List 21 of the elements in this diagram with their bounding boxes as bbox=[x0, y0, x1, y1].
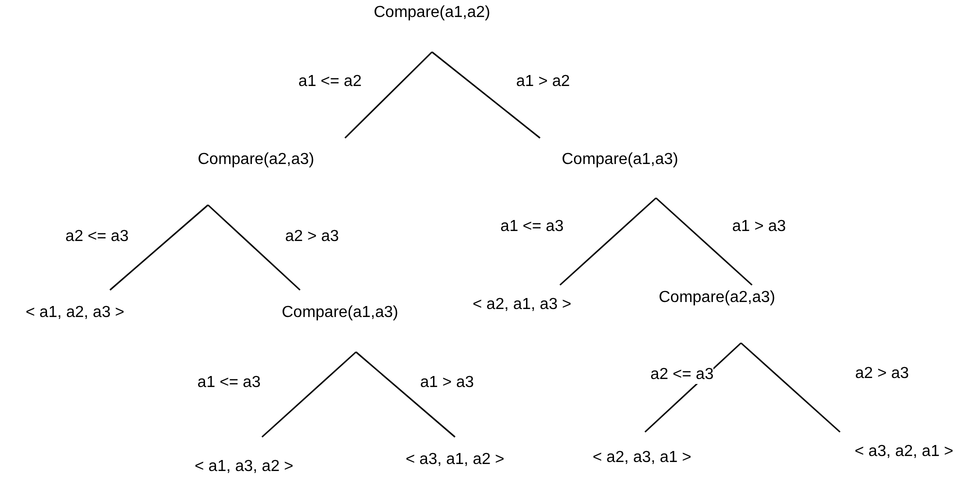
node-label: Compare(a1,a2) bbox=[374, 4, 490, 22]
node-label: Compare(a1,a3) bbox=[282, 304, 398, 322]
node-label: Compare(a2,a3) bbox=[658, 289, 776, 307]
branch-line bbox=[560, 197, 656, 286]
branch-line bbox=[740, 342, 840, 433]
branch-line bbox=[262, 351, 356, 438]
node-label: < a1, a3, a2 > bbox=[194, 458, 294, 476]
branch-line bbox=[110, 204, 208, 291]
branch-line bbox=[432, 51, 540, 139]
node-label: Compare(a1,a3) bbox=[562, 151, 678, 169]
node-label: < a3, a2, a1 > bbox=[854, 443, 954, 461]
node-label: < a3, a1, a2 > bbox=[406, 451, 504, 469]
edge-label: a2 <= a3 bbox=[650, 366, 714, 384]
branch-line bbox=[344, 51, 433, 139]
branch-line bbox=[208, 204, 300, 291]
branch-line bbox=[656, 197, 752, 286]
node-label: < a2, a3, a1 > bbox=[592, 449, 692, 467]
node-label: < a1, a2, a3 > bbox=[26, 304, 124, 322]
node-label: Compare(a2,a3) bbox=[198, 151, 314, 169]
branch-line bbox=[356, 351, 456, 438]
node-label: < a2, a1, a3 > bbox=[472, 296, 572, 314]
